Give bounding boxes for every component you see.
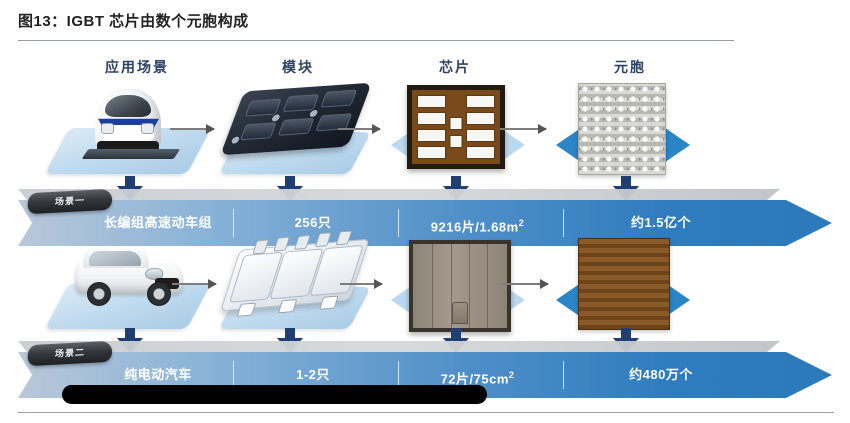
value-chip-1-sup: 2 <box>518 218 525 228</box>
chip-icon <box>407 85 505 169</box>
value-chip-2-sup: 2 <box>508 370 515 380</box>
banner-separator <box>233 209 234 237</box>
value-chip-2-text: 72片/75cm <box>440 371 509 387</box>
column-header-application-scene: 应用场景 <box>105 59 169 75</box>
value-cell-1: 约1.5亿个 <box>630 215 692 230</box>
arrow-right-icon <box>172 279 217 289</box>
banner-separator <box>563 209 564 237</box>
column-header-module: 模块 <box>282 59 314 75</box>
value-cell-2: 约480万个 <box>629 367 693 382</box>
redaction-bar <box>62 385 487 404</box>
illustration-grey-striped-chip <box>385 238 535 333</box>
illustration-light-igbt-power-module <box>218 230 372 333</box>
value-chip-1-text: 9216片/1.68m <box>430 219 519 235</box>
banner-separator <box>398 361 399 389</box>
power-module-icon <box>220 230 370 317</box>
title-divider <box>18 40 734 41</box>
value-application-2: 纯电动汽车 <box>124 367 192 382</box>
value-module-2: 1-2只 <box>296 367 330 382</box>
illustration-brown-grid-chip <box>385 83 535 178</box>
banner-separator <box>563 361 564 389</box>
train-icon <box>81 85 181 161</box>
illustration-high-speed-train <box>44 83 212 178</box>
banner-shadow <box>18 341 780 353</box>
value-module-1: 256只 <box>294 215 332 230</box>
arrow-right-icon <box>502 279 549 289</box>
scenario-tag-1: 场景一 <box>27 188 113 215</box>
arrow-right-icon <box>170 124 215 134</box>
value-application-1: 长编组高速动车组 <box>103 215 212 230</box>
illustration-white-electric-car <box>44 238 212 333</box>
scenario-tag-2-label: 场景二 <box>54 347 86 359</box>
value-chip-2: 72片/75cm2 <box>390 352 565 398</box>
scenario-tag-2: 场景二 <box>27 340 113 367</box>
illustration-dark-igbt-power-module <box>218 82 372 178</box>
scenario-tag-1-label: 场景一 <box>54 195 86 207</box>
banner-ribbon <box>18 200 832 246</box>
cell-icon <box>578 238 670 330</box>
cell-icon <box>578 83 666 175</box>
chip-icon <box>409 240 511 332</box>
car-icon <box>71 242 187 308</box>
illustration-grey-honeycomb-cell <box>550 83 700 178</box>
column-header-cell: 元胞 <box>614 59 646 75</box>
arrow-right-icon <box>338 124 381 134</box>
arrow-right-icon <box>500 124 547 134</box>
banner-separator <box>398 209 399 237</box>
column-header-chip: 芯片 <box>439 59 471 75</box>
bottom-divider <box>18 412 834 413</box>
banner-separator <box>233 361 234 389</box>
scenario-banner-1: 长编组高速动车组 256只 9216片/1.68m2 约1.5亿个 <box>18 189 832 246</box>
page-title: 图13：IGBT 芯片由数个元胞构成 <box>18 13 249 30</box>
arrow-right-icon <box>340 279 383 289</box>
banner-shadow <box>18 189 780 201</box>
illustration-brown-striped-cell <box>550 238 700 333</box>
value-chip-1: 9216片/1.68m2 <box>390 200 565 246</box>
